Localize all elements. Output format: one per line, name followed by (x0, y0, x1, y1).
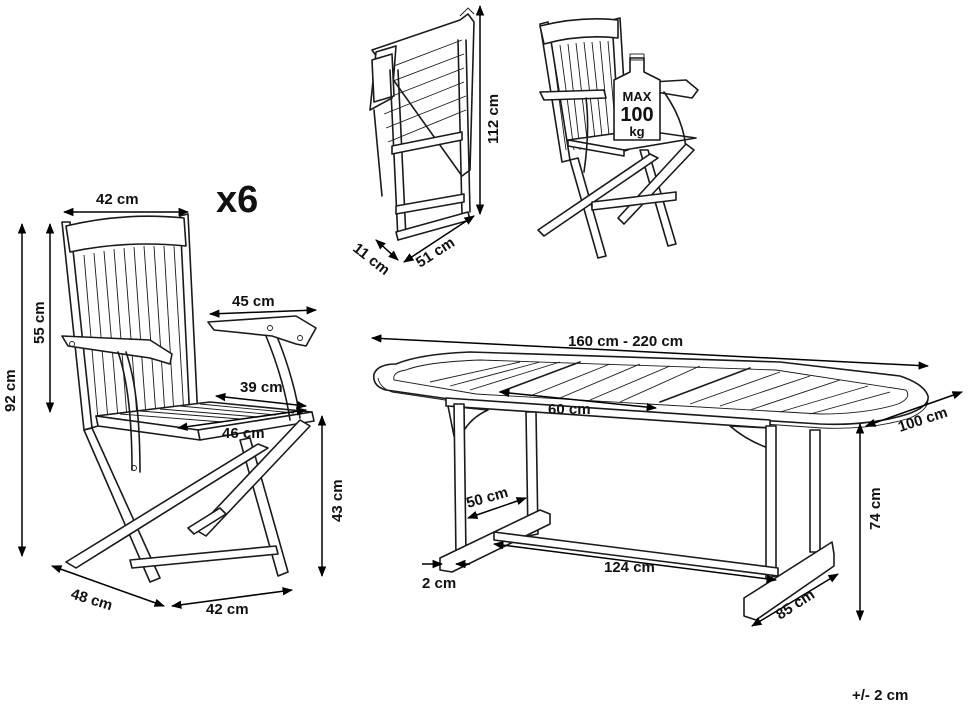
chair-base-width-label: 42 cm (206, 601, 249, 618)
folded-chair-thickness-label: 11 cm (350, 240, 393, 279)
chair-base-depth-label: 48 cm (69, 586, 115, 615)
table-drawing (372, 351, 929, 621)
table-beam-length-label: 124 cm (604, 559, 655, 576)
table-dimension-lines (370, 334, 963, 627)
chair-armrest-length-label: 45 cm (232, 293, 275, 310)
table-height-label: 74 cm (867, 487, 884, 530)
table-foot-offset-label: 50 cm (464, 484, 510, 512)
folded-chair-height-label: 112 cm (485, 94, 502, 144)
table-length-label: 160 cm - 220 cm (568, 333, 683, 350)
table-foot-thickness-label: 2 cm (422, 575, 456, 592)
chair-back-width-label: 42 cm (96, 191, 139, 208)
folded-chair-width-label: 51 cm (413, 234, 458, 271)
loaded-chair-drawing (537, 17, 699, 259)
max-load-line2: 100 (620, 104, 653, 126)
chair-dimension-lines (17, 207, 327, 609)
max-load-line3: kg (629, 124, 644, 139)
max-load-line1: MAX (623, 89, 652, 104)
chair-seat-depth-label: 39 cm (240, 379, 283, 396)
table-extension-label: 60 cm (548, 401, 591, 418)
chair-seat-width-label: 46 cm (222, 425, 265, 442)
chair-seat-height-label: 43 cm (329, 479, 346, 522)
tolerance-label: +/- 2 cm (852, 687, 908, 704)
chair-total-height-label: 92 cm (2, 369, 19, 412)
weight-icon (613, 57, 661, 141)
folded-chair-drawing (369, 7, 475, 241)
folded-chair-dimension-lines (375, 4, 485, 263)
chair-drawing (61, 213, 317, 583)
chair-back-height-label: 55 cm (31, 301, 48, 344)
quantity-label: x6 (216, 179, 258, 221)
